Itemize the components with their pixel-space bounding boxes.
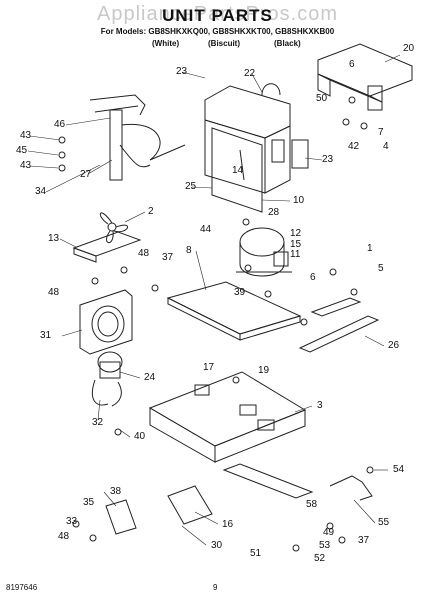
callout-c3: 3 (317, 400, 323, 411)
fan-shroud-part (72, 231, 142, 263)
callout-c44: 44 (200, 224, 212, 235)
color-white: (White) (152, 39, 180, 48)
callout-c23a: 23 (176, 66, 188, 77)
mounting-bracket-part (317, 43, 413, 111)
page-title: UNIT PARTS (162, 6, 273, 25)
callout-c55: 55 (378, 517, 390, 528)
callout-c8: 8 (186, 245, 192, 256)
callout-c37b: 37 (358, 535, 370, 546)
rear-panel-part (211, 127, 263, 213)
callout-c54: 54 (393, 464, 405, 475)
callout-c1: 1 (367, 243, 373, 254)
callout-c42: 42 (348, 141, 360, 152)
bracket-38-part (105, 499, 137, 535)
motor-mount-part (79, 289, 133, 355)
callout-c15: 15 (290, 239, 302, 250)
callout-c17: 17 (203, 362, 215, 373)
base-pan-part (148, 371, 307, 463)
front-rail-part (222, 463, 373, 501)
callout-c33: 33 (66, 516, 78, 527)
callout-c49: 49 (323, 527, 335, 538)
callout-c43a: 43 (20, 130, 32, 141)
callout-c11: 11 (290, 249, 301, 260)
callout-c32: 32 (92, 417, 104, 428)
callout-c7: 7 (378, 127, 384, 138)
callout-c37a: 37 (162, 252, 174, 263)
screw-fasteners (58, 96, 374, 552)
callout-c16: 16 (222, 519, 234, 530)
callout-c35: 35 (83, 497, 95, 508)
callout-c5: 5 (378, 263, 384, 274)
fan-blade-part (99, 212, 128, 244)
callout-c48c: 48 (58, 531, 70, 542)
document-number: 8197646 (6, 583, 38, 592)
callout-c2: 2 (148, 206, 154, 217)
callout-c10: 10 (293, 195, 305, 206)
callout-c58: 58 (306, 499, 318, 510)
callout-c12: 12 (290, 228, 302, 239)
control-box-part (204, 83, 309, 194)
callout-c24: 24 (144, 372, 156, 383)
bracket-16-part (167, 485, 213, 525)
watermark: AppliancePartsPros.com (97, 3, 338, 25)
callout-c48a: 48 (138, 248, 150, 259)
callout-c51: 51 (250, 548, 262, 559)
callout-c27: 27 (80, 169, 92, 180)
callout-c22: 22 (244, 68, 256, 79)
callout-c40: 40 (134, 431, 146, 442)
callout-c13: 13 (48, 233, 60, 244)
drip-tray-part (166, 281, 302, 341)
callout-c14: 14 (232, 165, 244, 176)
callout-c28: 28 (268, 207, 280, 218)
callout-c45: 45 (16, 145, 28, 156)
callout-c50: 50 (316, 93, 328, 104)
callout-c46: 46 (54, 119, 66, 130)
callout-c30: 30 (211, 540, 223, 551)
page-number: 9 (213, 583, 218, 592)
callout-c6b: 6 (310, 272, 316, 283)
coil-assembly-part (89, 94, 186, 181)
callout-c39: 39 (234, 287, 246, 298)
callout-c43b: 43 (20, 160, 32, 171)
callout-c23b: 23 (322, 154, 334, 165)
callout-c6a: 6 (349, 59, 355, 70)
callout-c53: 53 (319, 540, 331, 551)
models-line: For Models: GB8SHKXKQ00, GB8SHKXKT00, GB… (100, 27, 335, 36)
color-biscuit: (Biscuit) (208, 39, 240, 48)
rail-part (298, 297, 380, 353)
callout-c52: 52 (314, 553, 326, 564)
callout-c19: 19 (258, 365, 270, 376)
callout-c4: 4 (383, 141, 389, 152)
callout-c38: 38 (110, 486, 122, 497)
callout-c26: 26 (388, 340, 400, 351)
callout-c34: 34 (35, 186, 47, 197)
color-black: (Black) (274, 39, 301, 48)
fan-motor-part (91, 351, 123, 407)
callout-c20: 20 (403, 43, 415, 54)
leader-lines (27, 54, 401, 546)
compressor-part (236, 227, 292, 277)
callout-c48b: 48 (48, 287, 60, 298)
callout-c25: 25 (185, 181, 197, 192)
callout-c31: 31 (40, 330, 52, 341)
